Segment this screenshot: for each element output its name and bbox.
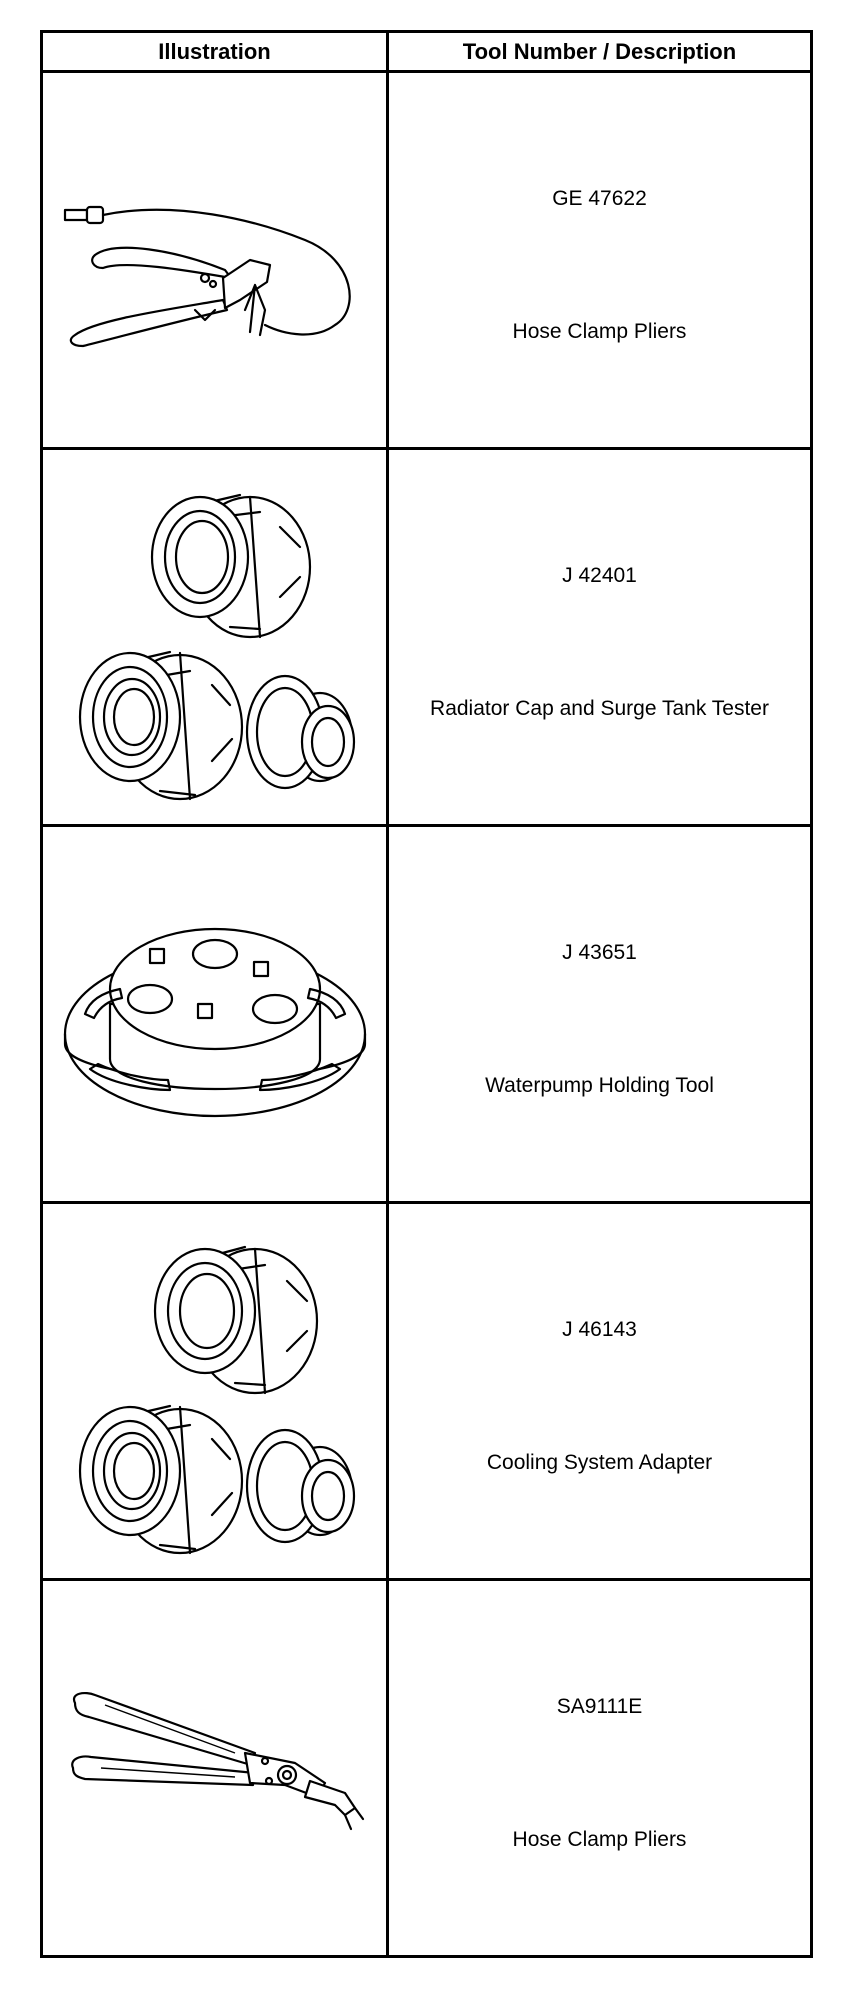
cable-hose-clamp-pliers-icon bbox=[63, 205, 351, 348]
illustration-cell bbox=[40, 447, 389, 827]
tool-number: J 42401 bbox=[562, 564, 637, 587]
tool-number: SA9111E bbox=[556, 1695, 643, 1718]
illustration-cell bbox=[40, 1578, 389, 1958]
illustration-cell bbox=[40, 824, 389, 1204]
table-row: GE 47622 Hose Clamp Pliers bbox=[40, 70, 813, 450]
cap-adapter-set-icon bbox=[78, 493, 355, 801]
description-cell: J 42401 Radiator Cap and Surge Tank Test… bbox=[386, 447, 813, 827]
tool-description: Waterpump Holding Tool bbox=[485, 1074, 714, 1097]
cooling-adapter-set-icon bbox=[78, 1245, 355, 1555]
table-header-row: Illustration Tool Number / Description bbox=[40, 30, 813, 73]
description-cell: SA9111E Hose Clamp Pliers bbox=[386, 1578, 813, 1958]
waterpump-holding-fixture-icon bbox=[63, 927, 366, 1118]
tool-description: Hose Clamp Pliers bbox=[512, 320, 687, 343]
description-cell: GE 47622 Hose Clamp Pliers bbox=[386, 70, 813, 450]
illustration-cell bbox=[40, 1201, 389, 1581]
tool-number: GE 47622 bbox=[552, 187, 647, 210]
illustration-cell bbox=[40, 70, 389, 450]
description-cell: J 43651 Waterpump Holding Tool bbox=[386, 824, 813, 1204]
tool-description: Hose Clamp Pliers bbox=[512, 1828, 687, 1851]
header-illustration: Illustration bbox=[40, 30, 389, 73]
special-tools-table: Illustration Tool Number / Description bbox=[40, 30, 813, 1958]
tool-number: J 46143 bbox=[562, 1318, 637, 1341]
table-row: J 43651 Waterpump Holding Tool bbox=[40, 824, 813, 1204]
table-row: J 46143 Cooling System Adapter bbox=[40, 1201, 813, 1581]
header-tool-number-description: Tool Number / Description bbox=[386, 30, 813, 73]
hose-clamp-pliers-icon bbox=[70, 1692, 364, 1831]
tool-description: Cooling System Adapter bbox=[486, 1451, 713, 1474]
description-cell: J 46143 Cooling System Adapter bbox=[386, 1201, 813, 1581]
table-row: J 42401 Radiator Cap and Surge Tank Test… bbox=[40, 447, 813, 827]
tool-number: J 43651 bbox=[562, 941, 637, 964]
tool-description: Radiator Cap and Surge Tank Tester bbox=[430, 697, 769, 720]
table-row: SA9111E Hose Clamp Pliers bbox=[40, 1578, 813, 1958]
